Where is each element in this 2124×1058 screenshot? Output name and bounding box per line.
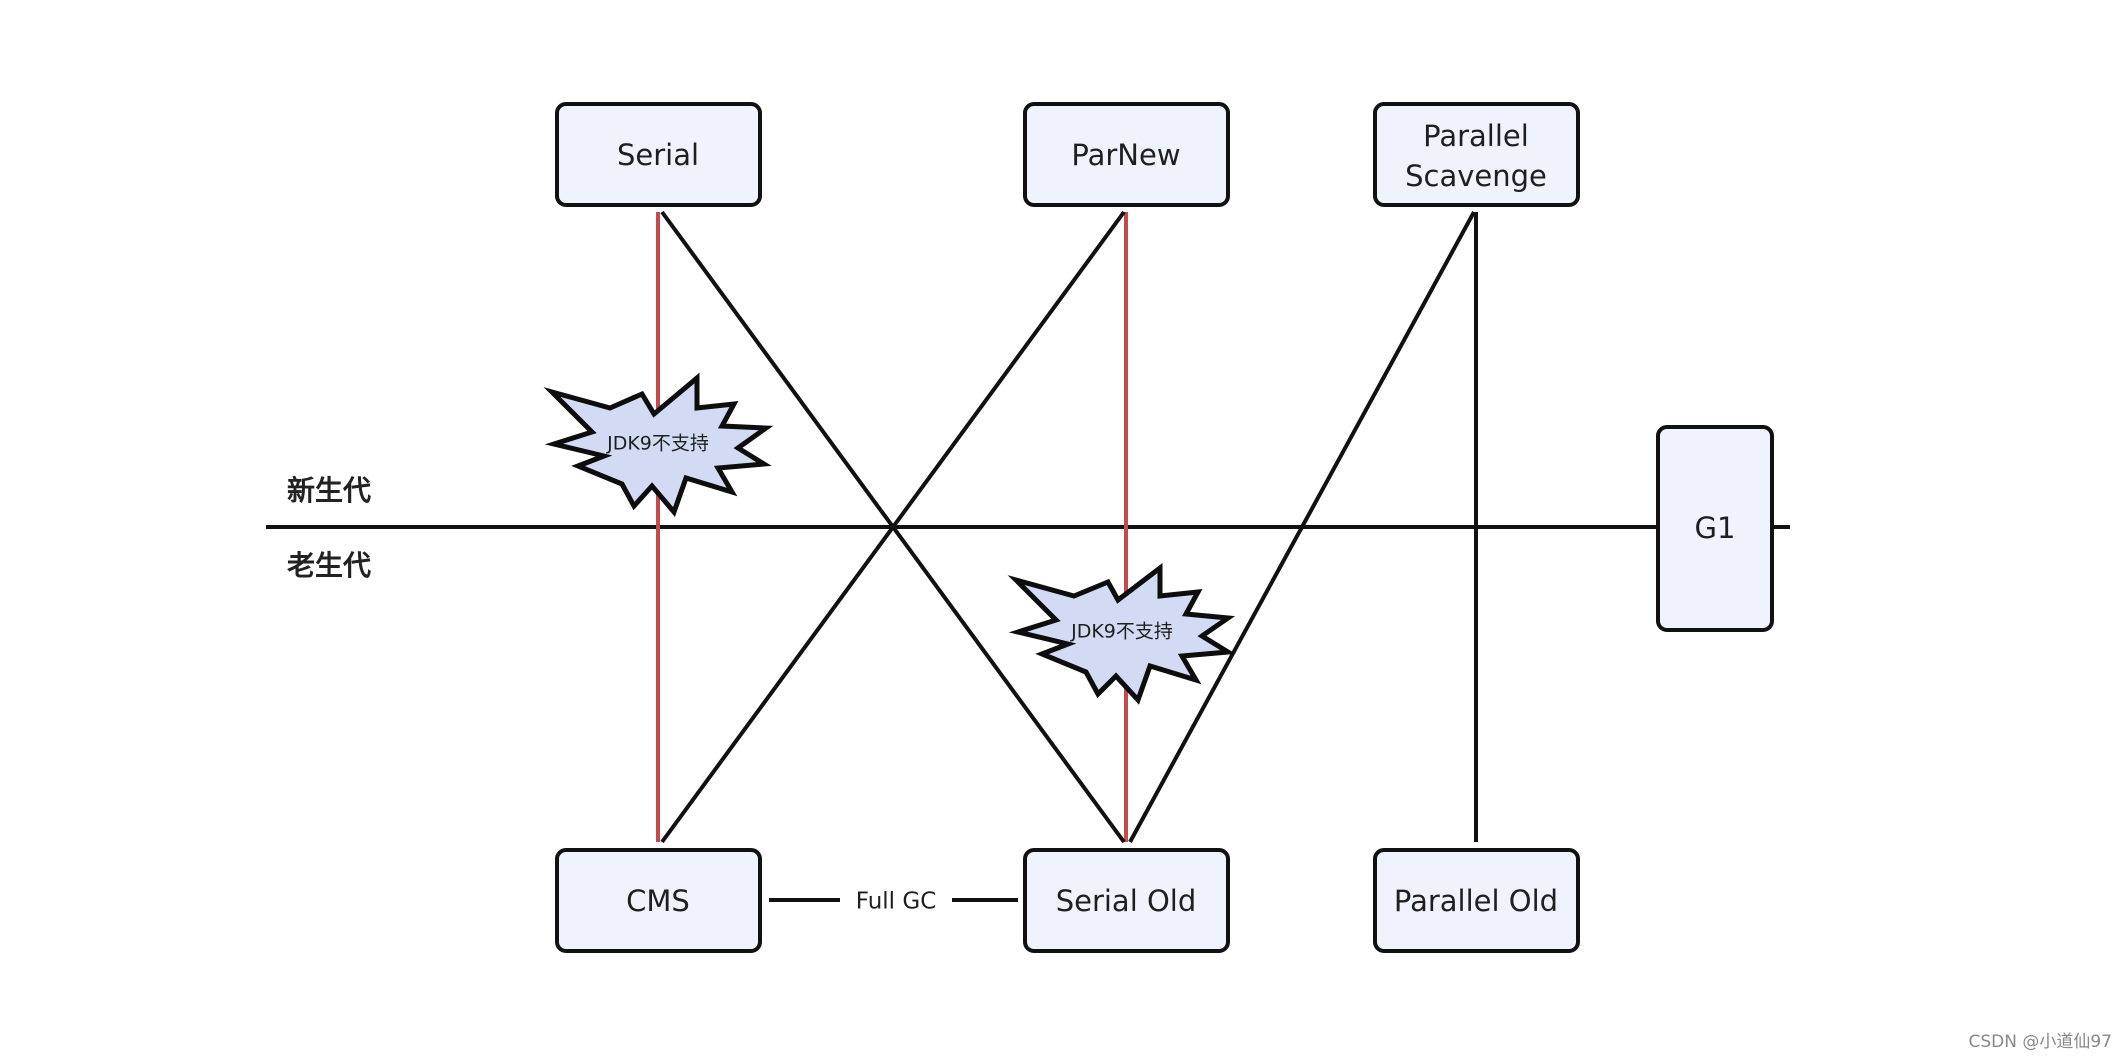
edge-parallel-scavenge-serial-old <box>1128 211 1476 843</box>
node-parallel-scavenge-label-line2: Scavenge <box>1405 159 1547 193</box>
note-serial-cms-unsupported: JDK9不支持 <box>543 372 774 517</box>
node-parallel-old: Parallel Old <box>1373 848 1580 953</box>
node-serial-old: Serial Old <box>1023 848 1230 953</box>
note-parnew-serial-old-label: JDK9不支持 <box>1070 621 1173 643</box>
node-cms-label: CMS <box>626 884 690 918</box>
watermark: CSDN @小道仙97 <box>1968 1032 2112 1052</box>
node-serial: Serial <box>555 102 762 207</box>
full-gc-label: Full GC <box>856 889 937 915</box>
node-g1: G1 <box>1656 425 1774 632</box>
young-generation-label: 新生代 <box>287 474 371 507</box>
note-parnew-serial-old-unsupported: JDK9不支持 <box>1007 562 1236 705</box>
node-serial-old-label: Serial Old <box>1056 884 1197 918</box>
old-generation-label: 老生代 <box>287 549 371 582</box>
node-parallel-old-label: Parallel Old <box>1394 884 1558 918</box>
node-parnew-label: ParNew <box>1071 138 1180 172</box>
note-serial-cms-label: JDK9不支持 <box>606 433 709 455</box>
node-parallel-scavenge: Parallel Scavenge <box>1373 102 1580 207</box>
node-cms: CMS <box>555 848 762 953</box>
node-serial-label: Serial <box>617 138 699 172</box>
edge-parnew-cms <box>660 210 1126 844</box>
node-parallel-scavenge-label-line1: Parallel <box>1423 119 1529 153</box>
node-g1-label: G1 <box>1695 511 1736 545</box>
node-parnew: ParNew <box>1023 102 1230 207</box>
